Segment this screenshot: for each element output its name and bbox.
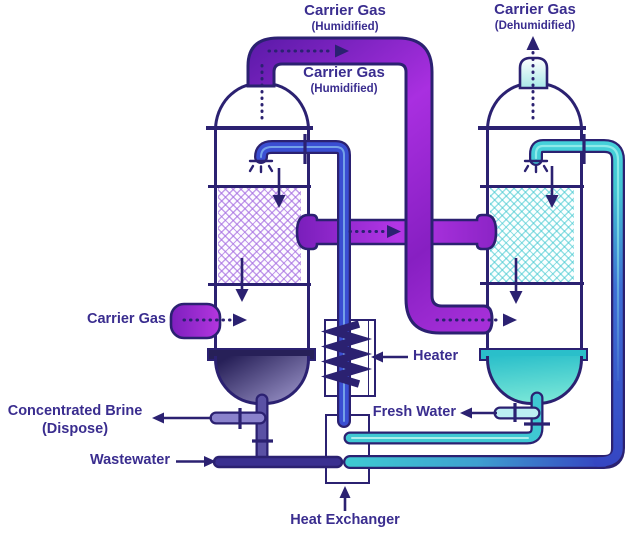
carrier-gas-inlet-pipe [169, 302, 222, 340]
flow-dotted-arrows [182, 36, 540, 327]
label-pointer-arrows [152, 351, 497, 511]
dehumidifier-packing [489, 188, 574, 282]
label-concentrated-brine: Concentrated Brine (Dispose) [0, 402, 150, 438]
humidified-gas-main-pipe [246, 36, 494, 335]
humidifier-dome-seam [206, 126, 313, 130]
label-carrier-gas-humidified-top: Carrier Gas (Humidified) [285, 2, 405, 33]
humidifier-packing [217, 188, 301, 284]
label-heat-exchanger: Heat Exchanger [290, 512, 400, 528]
humidifier-spray-nozzle-icon [248, 159, 274, 174]
label-subline: (Humidified) [310, 82, 378, 95]
internal-flow-arrows [235, 166, 559, 304]
label-heater: Heater [413, 348, 459, 364]
humidifier-packing-bottom-line [208, 283, 311, 286]
label-carrier-gas-humidified-mid: Carrier Gas (Humidified) [284, 64, 404, 95]
preheat-loop-pipe [343, 139, 625, 469]
dehumidifier-spray-nozzle-icon [523, 159, 549, 174]
label-wastewater: Wastewater [89, 452, 170, 468]
label-subline: (Dehumidified) [494, 19, 576, 32]
brine-and-wastewater-pipes [209, 393, 344, 469]
dehumidifier-packing-top-line [480, 185, 584, 188]
dehumidifier-dome-seam [478, 126, 586, 130]
label-line: Carrier Gas [303, 64, 385, 81]
label-subline: (Dispose) [41, 421, 109, 437]
label-carrier-gas-dehumidified: Carrier Gas (Dehumidified) [474, 1, 596, 32]
dehumidifier-packing-bottom-line [480, 282, 584, 285]
heater-coil [320, 320, 373, 388]
label-carrier-gas-inlet: Carrier Gas [87, 311, 166, 327]
label-line: Carrier Gas [494, 1, 576, 18]
label-line: Carrier Gas [304, 2, 386, 19]
humidifier-packing-top-line [208, 185, 311, 188]
heater-inner-wall [367, 321, 369, 395]
flange-ticks [238, 134, 586, 443]
freshwater-to-hx-pipe [343, 391, 544, 445]
label-fresh-water: Fresh Water [372, 404, 456, 420]
heater-feed-pipe [254, 140, 351, 428]
label-subline: (Humidified) [311, 20, 379, 33]
label-line: Concentrated Brine [7, 403, 143, 419]
